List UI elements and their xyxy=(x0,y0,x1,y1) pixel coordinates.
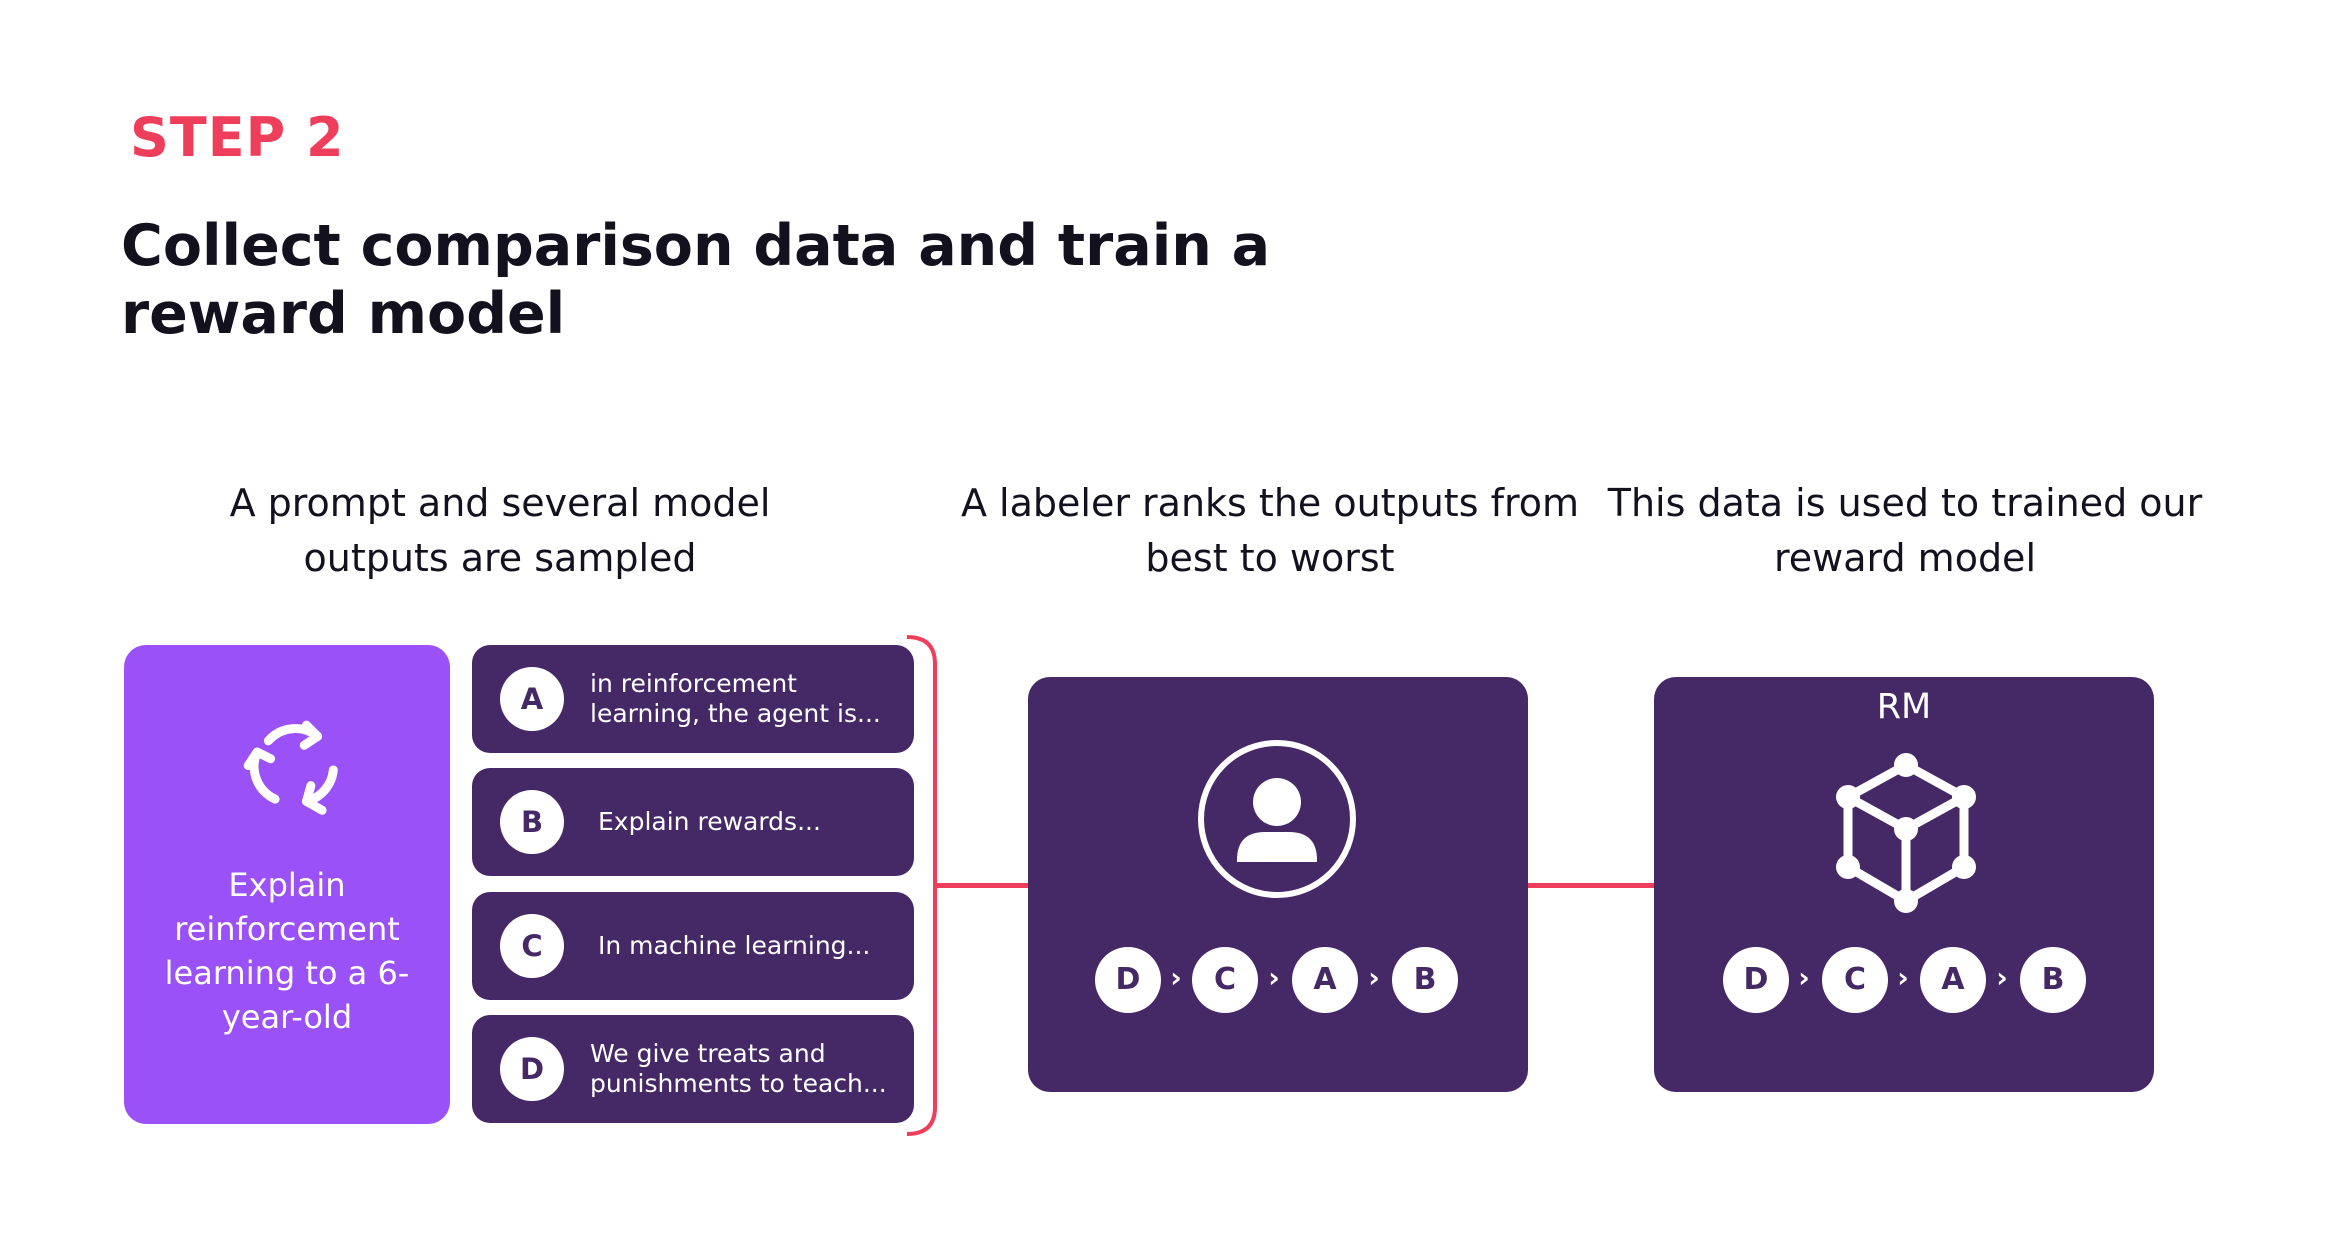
output-card-a: A in reinforcement learning, the agent i… xyxy=(472,645,914,753)
output-letter: D xyxy=(500,1037,564,1101)
person-icon xyxy=(1198,740,1356,898)
ranking-row: D › C › A › B xyxy=(1028,947,1528,1013)
output-text: in reinforcement learning, the agent is.… xyxy=(590,669,881,728)
chevron-right-icon: › xyxy=(1897,961,1909,994)
page-title: Collect comparison data and train a rewa… xyxy=(121,213,1271,347)
cycle-arrows-icon xyxy=(243,720,338,815)
rank-item: D xyxy=(1095,947,1161,1013)
caption-training: This data is used to trained our reward … xyxy=(1607,481,2203,580)
connector-line xyxy=(934,883,1028,888)
output-letter: B xyxy=(500,790,564,854)
output-card-d: D We give treats and punishments to teac… xyxy=(472,1015,914,1123)
rank-item: A xyxy=(1292,947,1358,1013)
output-card-b: B Explain rewards... xyxy=(472,768,914,876)
rm-label: RM xyxy=(1876,687,1932,727)
step-label: STEP 2 xyxy=(130,106,345,169)
chevron-right-icon: › xyxy=(1268,961,1280,994)
prompt-card: Explain reinforcement learning to a 6-ye… xyxy=(124,645,450,1124)
output-card-c: C In machine learning... xyxy=(472,892,914,1000)
output-text: In machine learning... xyxy=(598,931,871,960)
chevron-right-icon: › xyxy=(1368,961,1380,994)
caption-sampling: A prompt and several model outputs are s… xyxy=(229,481,771,580)
cube-network-icon xyxy=(1836,753,1976,913)
ranking-row: D › C › A › B xyxy=(1654,947,2154,1013)
chevron-right-icon: › xyxy=(1170,961,1182,994)
rank-item: B xyxy=(2020,947,2086,1013)
output-letter: C xyxy=(500,914,564,978)
caption-labeling: A labeler ranks the outputs from best to… xyxy=(960,481,1580,580)
rank-item: C xyxy=(1822,947,1888,1013)
rm-panel: RM D › C › A › B xyxy=(1654,677,2154,1092)
rank-item: C xyxy=(1192,947,1258,1013)
labeler-panel: D › C › A › B xyxy=(1028,677,1528,1092)
rank-item: B xyxy=(1392,947,1458,1013)
rank-item: A xyxy=(1920,947,1986,1013)
chevron-right-icon: › xyxy=(1798,961,1810,994)
output-text: Explain rewards... xyxy=(598,807,821,836)
connector-line xyxy=(1528,883,1654,888)
prompt-text: Explain reinforcement learning to a 6-ye… xyxy=(164,866,410,1036)
chevron-right-icon: › xyxy=(1996,961,2008,994)
rank-item: D xyxy=(1723,947,1789,1013)
output-letter: A xyxy=(500,667,564,731)
output-text: We give treats and punishments to teach.… xyxy=(590,1039,887,1098)
